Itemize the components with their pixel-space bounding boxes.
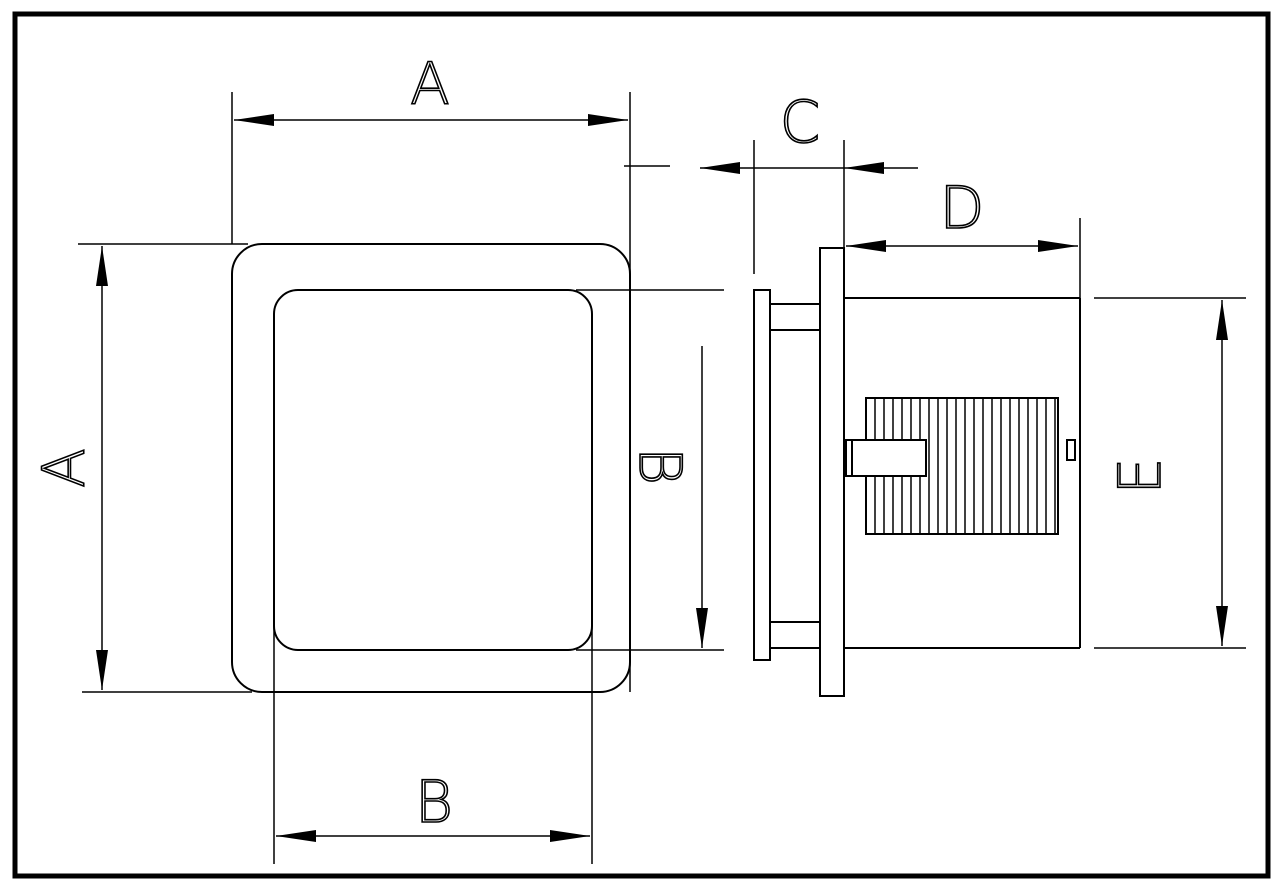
label-d: D [940,174,985,242]
dimension-d: D [846,173,1081,298]
label-a-left: A [30,448,98,488]
label-c: C [780,88,821,156]
shaft [845,439,927,477]
dimension-e: E [1094,297,1246,649]
dimension-b-right: B [576,289,724,651]
side-view [753,247,1081,697]
page-border [12,11,1271,879]
dimension-a-top: A [231,49,631,692]
label-b-bottom: B [415,768,453,836]
dimension-c: C [624,87,918,274]
front-view [231,243,631,693]
notch [1066,439,1076,461]
label-e: E [1106,458,1174,495]
outer-frame [231,243,631,693]
label-b-right: B [626,447,694,485]
mounting-plate [819,247,845,697]
label-a-top: A [410,50,450,118]
inner-frame [273,289,593,651]
dimension-b-bottom: B [273,626,593,864]
dimension-a-left: A [29,243,252,693]
threaded-cylinder [865,397,1059,535]
front-plate [753,289,771,661]
